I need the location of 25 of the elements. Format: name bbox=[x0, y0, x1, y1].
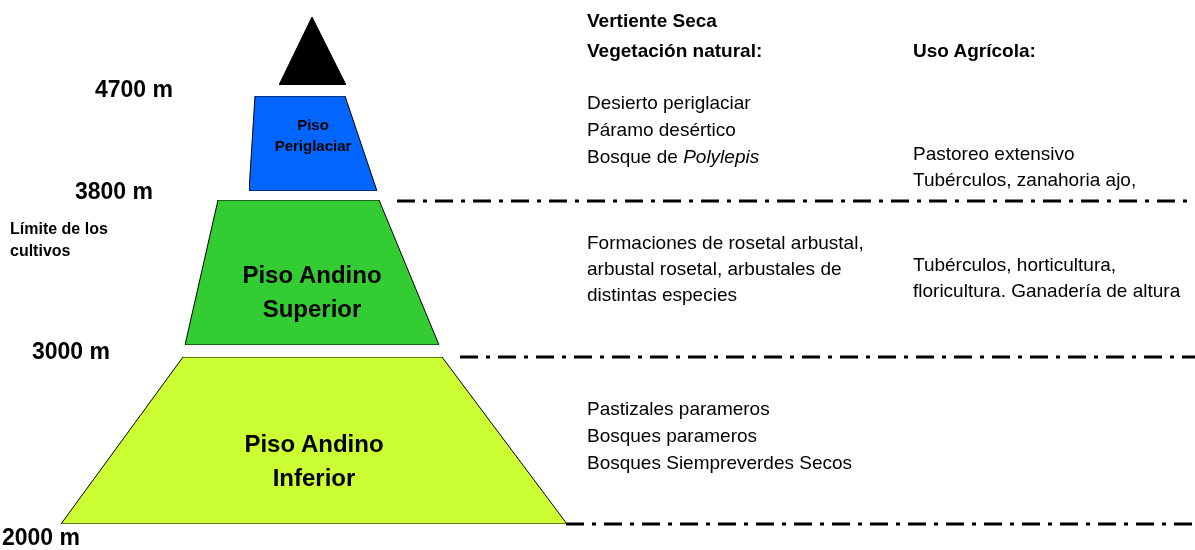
vegetation-item: Bosque de Polylepis bbox=[587, 145, 760, 169]
vegetation-item: Páramo desértico bbox=[587, 118, 736, 142]
altitude-label: 3000 m bbox=[32, 337, 110, 366]
column-heading: Uso Agrícola: bbox=[913, 39, 1036, 63]
land-use-item: Tubérculos, horticultura, floricultura. Ganadería de altura bbox=[913, 253, 1182, 304]
vegetation-item: Bosques parameros bbox=[587, 424, 758, 448]
zone-name: Piso Andino Superior bbox=[241, 260, 383, 324]
vegetation-item: Pastizales parameros bbox=[587, 397, 770, 421]
altitude-zone-trapezoid bbox=[61, 357, 567, 524]
limit-note: Límite de los cultivos bbox=[10, 219, 109, 261]
vegetation-item: Formaciones de rosetal arbustal, arbustal rosetal, arbustales de distintas especies bbox=[587, 231, 865, 308]
zone-name: Piso Andino Inferior bbox=[243, 429, 385, 493]
altitude-zone-trapezoid bbox=[185, 200, 439, 345]
mountain-peak-triangle bbox=[279, 17, 346, 85]
vegetation-item: Bosques Siempreverdes Secos bbox=[587, 451, 854, 475]
zone-name: Piso Periglaciar bbox=[273, 115, 353, 156]
column-heading: Vertiente Seca bbox=[587, 9, 717, 33]
altitude-label: 2000 m bbox=[2, 523, 80, 550]
altitude-label: 3800 m bbox=[75, 177, 153, 206]
land-use-item: Tubérculos, zanahoria ajo, bbox=[913, 168, 1137, 192]
altitude-label: 4700 m bbox=[95, 75, 173, 104]
altitude-zone-trapezoid bbox=[249, 96, 377, 191]
land-use-item: Pastoreo extensivo bbox=[913, 142, 1075, 166]
column-heading: Vegetación natural: bbox=[587, 39, 763, 63]
vegetation-item: Desierto periglaciar bbox=[587, 91, 751, 115]
